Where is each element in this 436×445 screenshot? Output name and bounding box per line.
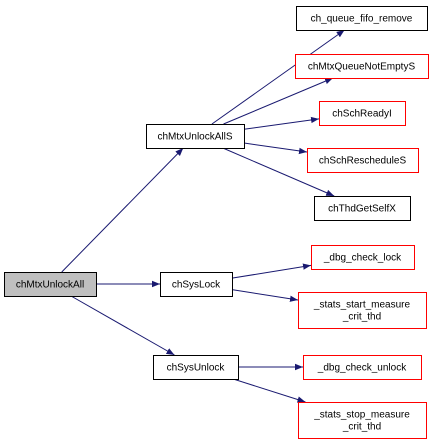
- node-label: chSysUnlock: [167, 363, 226, 374]
- node-label: chSchReadyI: [332, 109, 391, 120]
- node-label: ch_queue_fifo_remove: [311, 14, 413, 25]
- node-chThdGetSelfX[interactable]: chThdGetSelfX: [314, 196, 411, 221]
- node-label: _stats_stop_measure: [313, 410, 410, 421]
- edge-chSysUnlock-to-stats_stop_measure_crit_thd: [233, 378, 306, 403]
- node-label: _dbg_check_lock: [323, 253, 402, 264]
- node-label: _dbg_check_unlock: [317, 363, 407, 374]
- node-dbg_check_lock_1[interactable]: _dbg_check_lock: [311, 245, 415, 270]
- edges: [61, 29, 345, 403]
- edge-chMtxUnlockAllS-to-ch_queue_fifo_remove: [211, 29, 345, 125]
- node-label: chSysLock: [172, 280, 221, 291]
- node-label: chMtxUnlockAll: [16, 280, 84, 291]
- node-chSchReadyI[interactable]: chSchReadyI: [319, 101, 406, 126]
- node-box: [296, 6, 428, 31]
- node-box: [4, 272, 97, 297]
- edge-chMtxUnlockAllS-to-chSchRescheduleS: [243, 142, 308, 155]
- edge-chMtxUnlockAllS-to-chSchReadyI: [243, 116, 320, 130]
- edge-chSysLock-to-dbg_check_lock_1: [231, 263, 312, 279]
- node-chSchRescheduleS[interactable]: chSchRescheduleS: [307, 148, 419, 173]
- node-label: chMtxUnlockAllS: [157, 132, 232, 143]
- node-box: [146, 124, 245, 149]
- node-chSysLock[interactable]: chSysLock: [160, 272, 233, 297]
- node-box: [160, 272, 233, 297]
- edge-chSysLock-to-stats_start_measure_crit_thd: [231, 289, 299, 302]
- node-label: _stats_start_measure: [313, 300, 411, 311]
- edge-chMtxUnlockAll-to-chSysUnlock: [70, 295, 175, 356]
- node-label: _crit_thd: [342, 312, 381, 323]
- node-chMtxQueueNotEmptyS[interactable]: chMtxQueueNotEmptyS: [295, 54, 429, 79]
- node-chSysUnlock[interactable]: chSysUnlock: [153, 355, 239, 380]
- node-stats_stop_measure_crit_thd[interactable]: _stats_stop_measure_crit_thd: [298, 402, 427, 439]
- node-box: [303, 355, 422, 380]
- node-chMtxUnlockAllS[interactable]: chMtxUnlockAllS: [146, 124, 245, 149]
- node-box: [298, 292, 427, 329]
- edge-chMtxUnlockAllS-to-chThdGetSelfX: [222, 147, 335, 197]
- node-chMtxUnlockAll[interactable]: chMtxUnlockAll: [4, 272, 97, 297]
- node-label: _crit_thd: [342, 422, 381, 433]
- nodes: chMtxUnlockAll chMtxUnlockAllS chSysLock ch…: [4, 6, 429, 439]
- edge-chMtxUnlockAll-to-chMtxUnlockAllS: [61, 147, 184, 273]
- node-dbg_check_unlock[interactable]: _dbg_check_unlock: [303, 355, 422, 380]
- node-box: [314, 196, 411, 221]
- node-ch_queue_fifo_remove[interactable]: ch_queue_fifo_remove: [296, 6, 428, 31]
- node-label: chThdGetSelfX: [328, 204, 396, 215]
- node-box: [153, 355, 239, 380]
- node-box: [295, 54, 429, 79]
- node-stats_start_measure_crit_thd[interactable]: _stats_start_measure_crit_thd: [298, 292, 427, 329]
- node-label: chSchRescheduleS: [319, 156, 407, 167]
- node-box: [298, 402, 427, 439]
- node-box: [311, 245, 415, 270]
- node-box: [319, 101, 406, 126]
- edge-chMtxUnlockAllS-to-chMtxQueueNotEmptyS: [223, 77, 334, 125]
- node-box: [307, 148, 419, 173]
- node-label: chMtxQueueNotEmptyS: [308, 62, 416, 73]
